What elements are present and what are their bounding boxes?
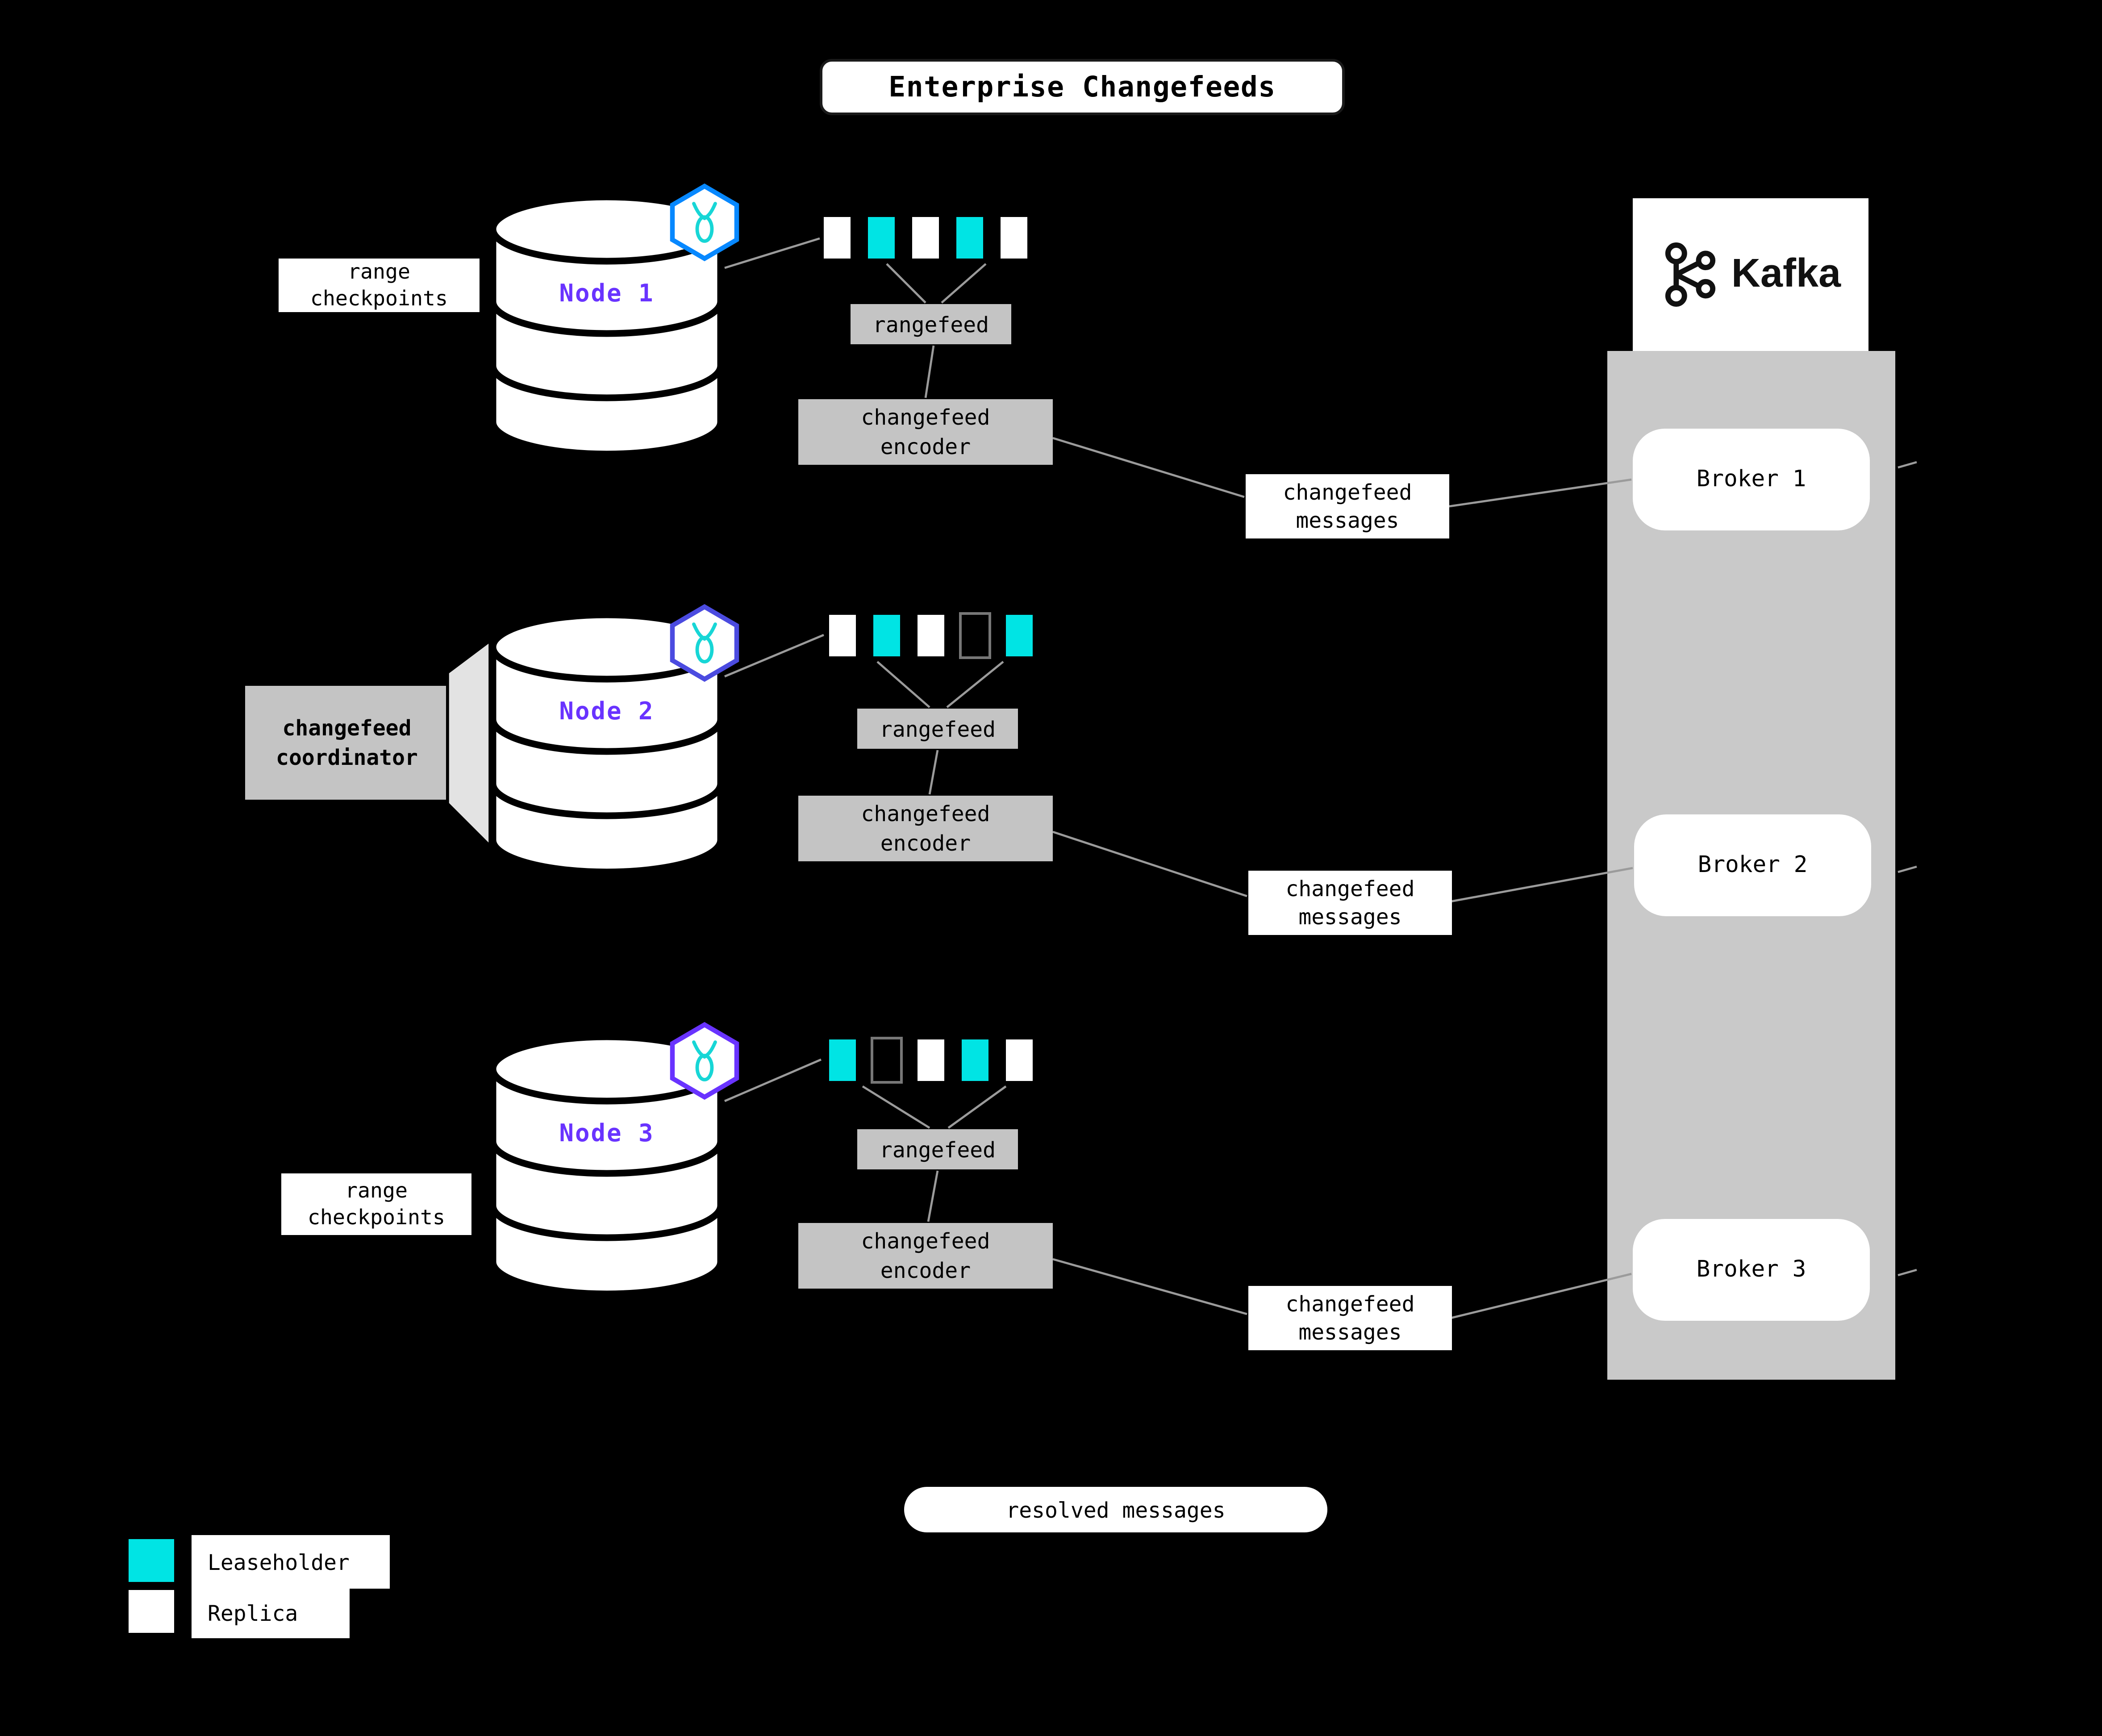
- range-square: [998, 214, 1030, 261]
- rangefeed-label-node2: rangefeed: [857, 709, 1018, 749]
- broker-2: Broker 2: [1634, 814, 1871, 916]
- changefeed-messages-label-1: changefeed messages: [1246, 474, 1449, 538]
- node1-label: Node 1: [559, 280, 655, 308]
- changefeed-messages-label-3: changefeed messages: [1248, 1286, 1452, 1350]
- cockroachdb-icon: [670, 604, 739, 682]
- hexagon-outline: [670, 183, 739, 262]
- node3-label: Node 3: [559, 1120, 655, 1148]
- kafka-wordmark: Kafka: [1731, 252, 1841, 296]
- resolved-messages-label: resolved messages: [904, 1487, 1327, 1532]
- range-square: [954, 214, 986, 261]
- changefeed-messages-label-2: changefeed messages: [1248, 871, 1452, 935]
- range-square: [865, 214, 897, 261]
- range-square: [915, 1037, 947, 1084]
- range-square: [1003, 612, 1035, 659]
- node2-range-row: [826, 612, 1035, 659]
- coordinator-funnel: [446, 637, 492, 851]
- rangefeed-label-node3: rangefeed: [857, 1129, 1018, 1169]
- range-square: [871, 1037, 903, 1084]
- range-square: [915, 612, 947, 659]
- legend-replica-swatch: [126, 1587, 177, 1636]
- range-square: [826, 1037, 859, 1084]
- hexagon-outline: [670, 1022, 739, 1100]
- range-checkpoints-label-node1: range checkpoints: [279, 259, 480, 312]
- node2-label: Node 2: [559, 698, 655, 726]
- cockroachdb-icon: [670, 183, 739, 262]
- range-square: [909, 214, 942, 261]
- changefeed-encoder-label-node3: changefeed encoder: [798, 1223, 1053, 1289]
- range-square: [821, 214, 853, 261]
- changefeed-coordinator-label: changefeed coordinator: [245, 686, 449, 800]
- node2-cylinder: [489, 611, 724, 876]
- changefeed-encoder-label-node2: changefeed encoder: [798, 796, 1053, 861]
- node3-range-row: [826, 1037, 1035, 1084]
- range-square: [959, 1037, 991, 1084]
- kafka-logo: Kafka: [1633, 198, 1868, 351]
- changefeed-encoder-label-node1: changefeed encoder: [798, 399, 1053, 465]
- legend-leaseholder-label: Leaseholder: [192, 1535, 390, 1589]
- broker-1: Broker 1: [1633, 429, 1870, 530]
- range-square: [1003, 1037, 1035, 1084]
- legend-replica-label: Replica: [192, 1587, 350, 1638]
- broker-3: Broker 3: [1633, 1219, 1870, 1321]
- node1-cylinder: [489, 193, 724, 458]
- node3-cylinder: [489, 1033, 724, 1298]
- range-square: [871, 612, 903, 659]
- range-square: [959, 612, 991, 659]
- diagram-title: Enterprise Changefeeds: [820, 59, 1345, 115]
- kafka-icon: [1664, 242, 1715, 307]
- range-checkpoints-label-node3: range checkpoints: [281, 1173, 471, 1235]
- legend-leaseholder-swatch: [126, 1536, 177, 1585]
- node1-range-row: [821, 214, 1030, 261]
- hexagon-outline: [670, 604, 739, 682]
- range-square: [826, 612, 859, 659]
- cockroachdb-icon: [670, 1022, 739, 1100]
- rangefeed-label-node1: rangefeed: [851, 304, 1011, 344]
